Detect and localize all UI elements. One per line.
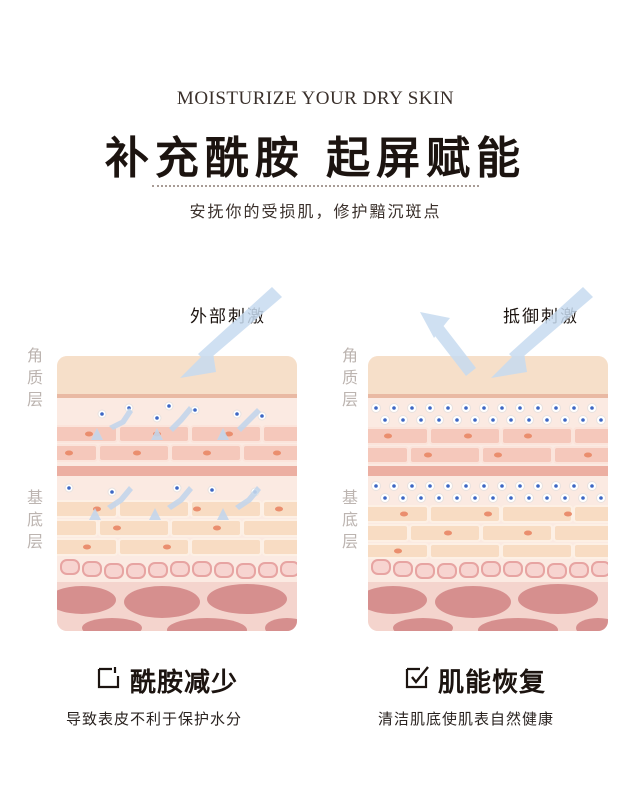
corneum-layer	[57, 356, 297, 396]
right-result-title: 肌能恢复	[438, 668, 547, 698]
left-corneum-label: 角质层	[26, 346, 43, 409]
left-stimulus-label: 外部刺激	[190, 307, 266, 327]
basal-cell-ring	[60, 559, 297, 579]
unchecked-box-icon	[96, 664, 122, 697]
right-basal-label: 基底层	[341, 488, 358, 551]
peach-cell-rows	[57, 500, 297, 556]
corneum-layer	[368, 356, 608, 396]
left-basal-label: 基底层	[26, 488, 43, 551]
right-result-desc: 清洁肌底使肌表自然健康	[378, 710, 555, 728]
penetration-arrows	[89, 406, 261, 520]
right-result: 肌能恢复	[404, 662, 546, 699]
dermis-blobs	[57, 584, 297, 631]
damaged-skin-diagram	[57, 356, 297, 631]
page-title: 补充酰胺 起屏赋能	[104, 133, 527, 184]
left-result: 酰胺减少	[96, 662, 238, 699]
repaired-skin-svg	[368, 356, 608, 631]
dotted-divider	[152, 185, 479, 187]
tagline: 安抚你的受损肌，修护黯沉斑点	[189, 202, 442, 221]
checkbox-checked-icon	[404, 664, 430, 697]
subtitle-en: MOISTURIZE YOUR DRY SKIN	[176, 88, 455, 109]
pink-cell-rows	[57, 425, 297, 462]
right-stimulus-label: 抵御刺激	[503, 307, 579, 327]
damaged-skin-svg	[57, 356, 297, 631]
left-result-desc: 导致表皮不利于保护水分	[66, 710, 243, 728]
dense-molecules-top	[371, 403, 606, 425]
repaired-skin-diagram	[368, 356, 608, 631]
right-corneum-label: 角质层	[341, 346, 358, 409]
left-result-title: 酰胺减少	[130, 668, 239, 698]
